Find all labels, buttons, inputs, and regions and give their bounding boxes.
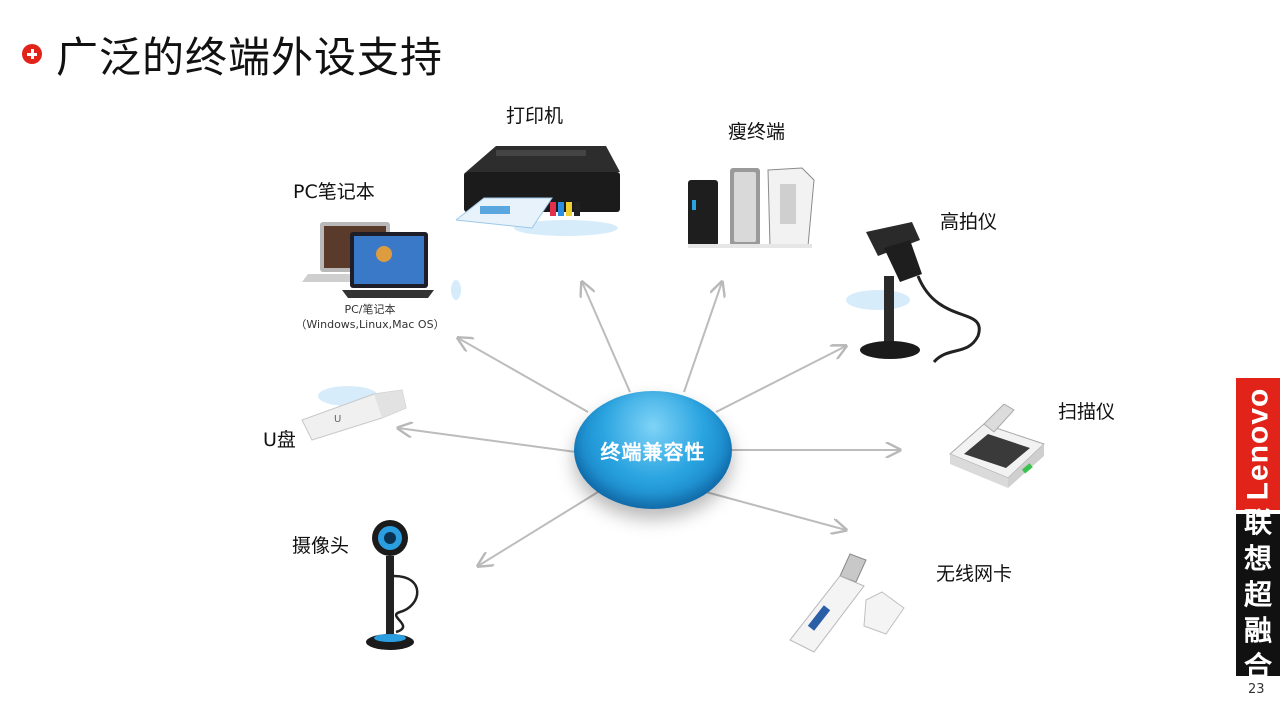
compatibility-hub: 终端兼容性 [574, 391, 732, 509]
usb-disk-label: U盘 [263, 428, 296, 452]
lenovo-logo-text: Lenovo [1241, 388, 1275, 501]
wireless-adapter-icon [786, 548, 910, 658]
laptop-caption-line1: PC/笔记本 [290, 302, 450, 317]
slogan-char: 超 [1244, 577, 1272, 613]
svg-text:U: U [334, 414, 341, 425]
slogan-char: 联 [1244, 505, 1272, 541]
slogan-char: 合 [1244, 649, 1272, 685]
brand-slogan: 联 想 超 融 合 [1236, 514, 1280, 676]
slogan-char: 融 [1244, 613, 1272, 649]
lenovo-logo: Lenovo [1236, 378, 1280, 510]
thin-client-label: 瘦终端 [728, 120, 785, 144]
laptop-label: PC笔记本 [293, 180, 375, 204]
wireless-card-label: 无线网卡 [936, 562, 1012, 586]
webcam-label: 摄像头 [292, 534, 349, 558]
webcam-icon [356, 516, 436, 656]
hub-label: 终端兼容性 [601, 436, 706, 465]
flatbed-scanner-icon [944, 404, 1054, 492]
printer-icon [456, 136, 626, 240]
barcode-scanner-icon [838, 216, 998, 368]
slogan-char: 想 [1244, 541, 1272, 577]
thin-client-icon [684, 160, 818, 252]
page-number: 23 [1248, 682, 1265, 697]
flatbed-scanner-label: 扫描仪 [1058, 400, 1115, 424]
laptop-caption-line2: （Windows,Linux,Mac OS） [290, 317, 450, 332]
laptop-icon [298, 218, 462, 300]
printer-label: 打印机 [506, 104, 563, 128]
usb-disk-icon: U [296, 374, 410, 444]
